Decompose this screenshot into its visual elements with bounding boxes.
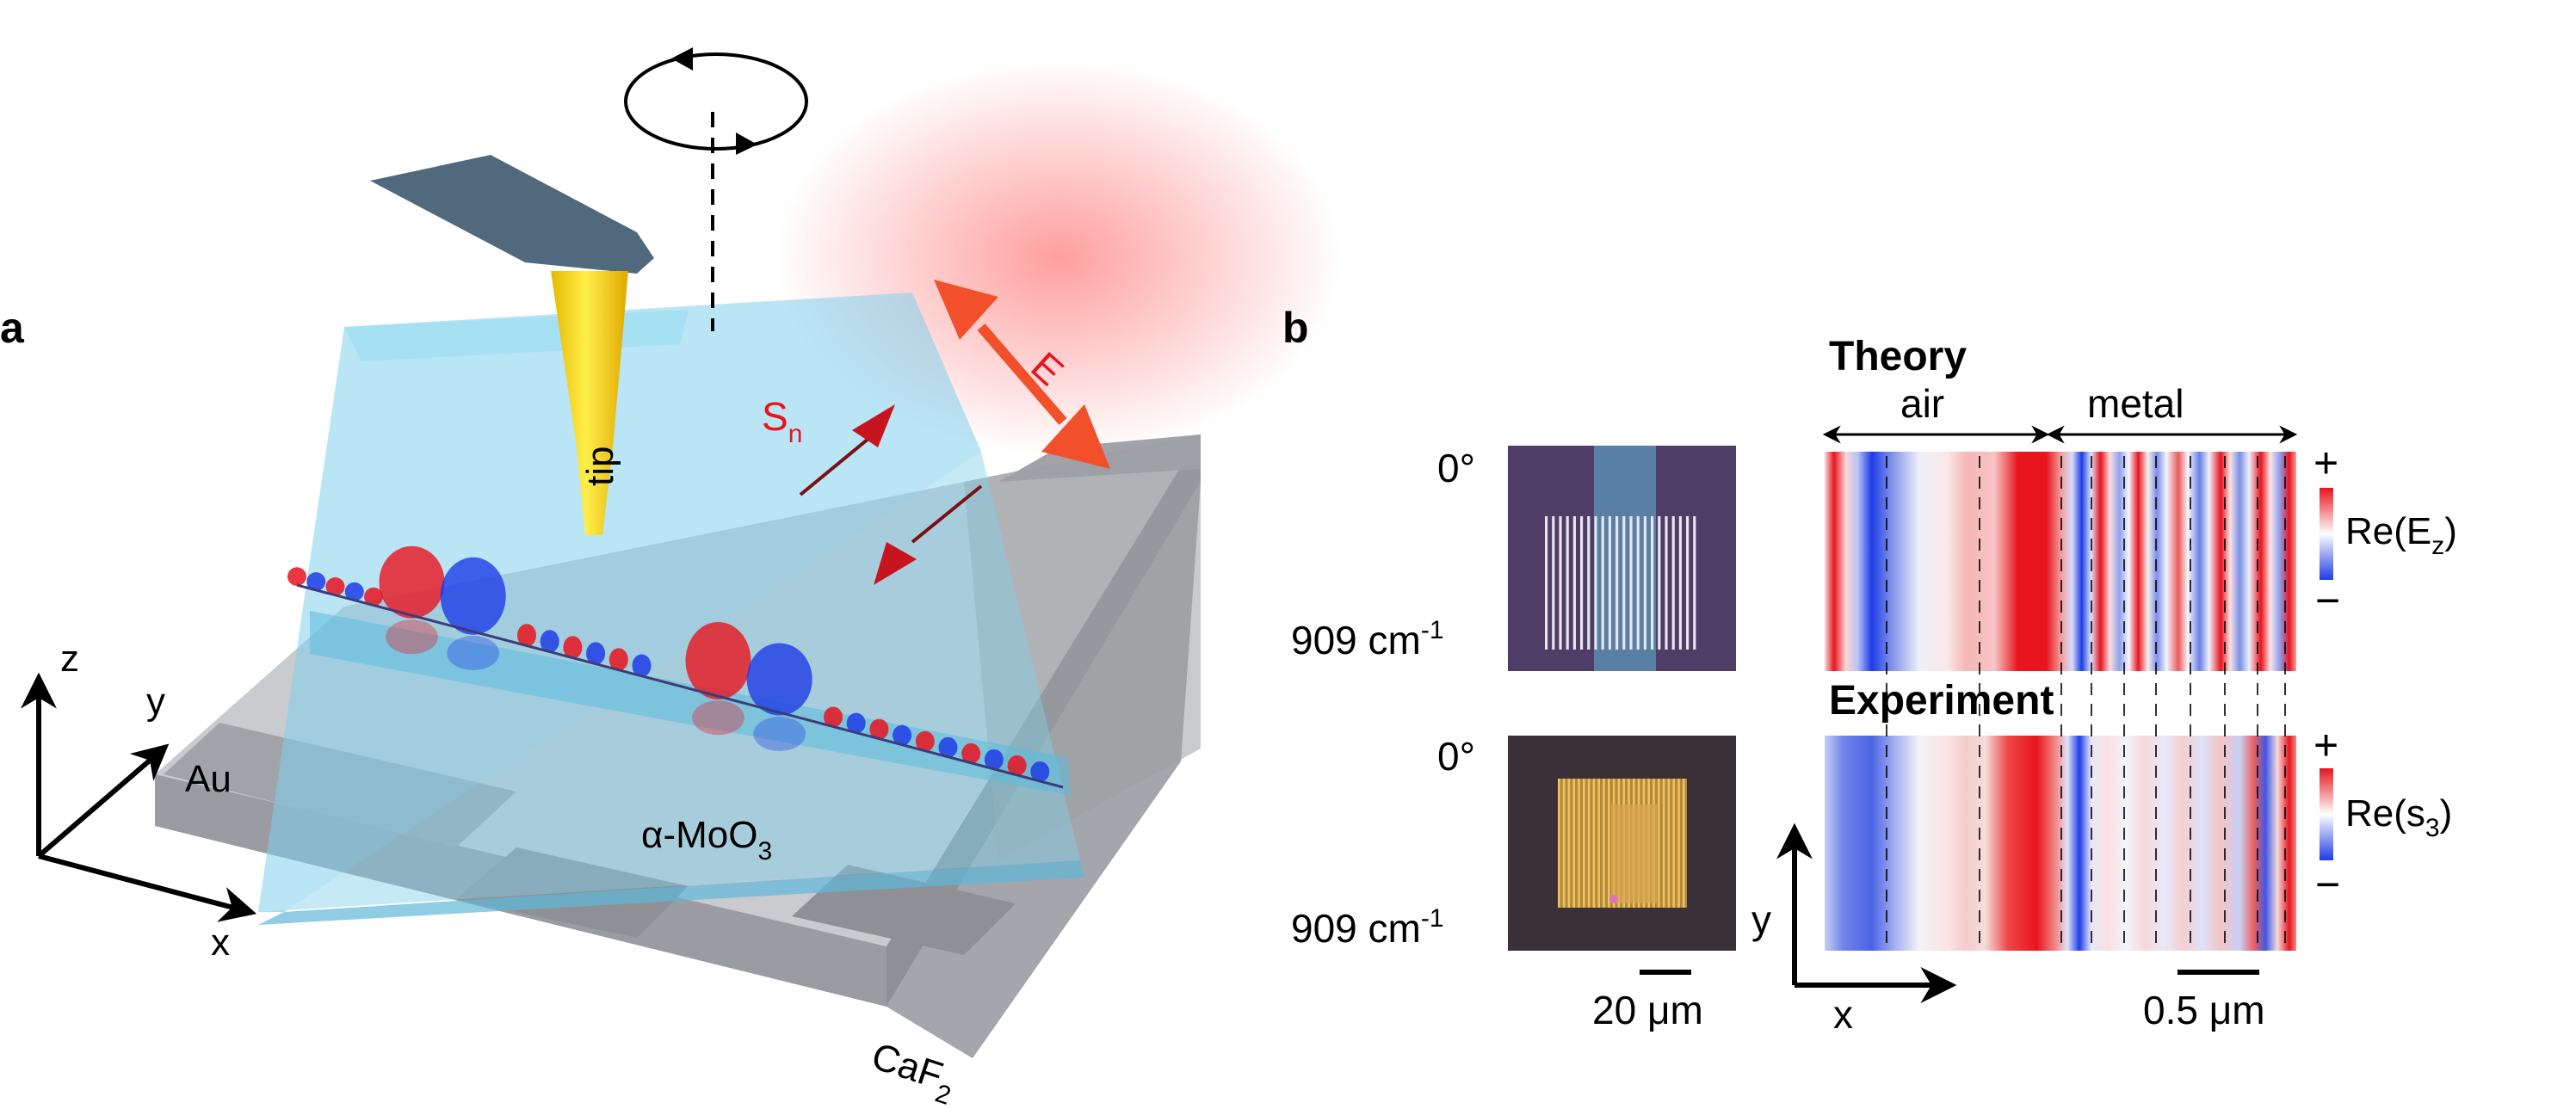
wave-lobe-reflection: [386, 619, 438, 654]
wave-lobe-reflection: [692, 700, 744, 735]
wave-lobe: [287, 567, 306, 586]
exp-freq: 909 cm-1: [1291, 904, 1444, 951]
cbar-theory-minus: −: [2315, 576, 2340, 625]
grating-line: [1665, 516, 1667, 650]
grating-line: [1677, 779, 1680, 908]
grating-line: [1568, 779, 1571, 908]
theory-angle: 0°: [1437, 446, 1475, 490]
grating-line: [1603, 779, 1605, 908]
cbar-exp-plus: +: [2313, 721, 2338, 769]
grating-line: [1609, 516, 1611, 650]
grating-line: [1686, 516, 1689, 650]
gold-label: Au: [185, 758, 232, 800]
axis-b-y-label: y: [1751, 897, 1771, 942]
grating-line: [1587, 516, 1590, 650]
cantilever: [370, 155, 654, 274]
theory-optical-image: [1508, 446, 1736, 671]
colorbar-experiment: [2320, 768, 2333, 860]
grating-line: [1563, 779, 1566, 908]
cbar-theory-plus: +: [2313, 439, 2338, 487]
wave-lobe-reflection: [447, 636, 499, 670]
grating-line: [1552, 516, 1554, 650]
grating-line: [1658, 516, 1660, 650]
substrate-label: CaF2: [864, 1035, 961, 1109]
grating-line: [1615, 516, 1618, 650]
grating-line: [1558, 779, 1560, 908]
grating-line: [1644, 516, 1646, 650]
wave-lobe: [686, 622, 751, 699]
grating-line: [1608, 779, 1610, 908]
cbar-exp-minus: −: [2315, 860, 2340, 909]
panel-a-label: a: [0, 304, 25, 352]
grating-line: [1588, 779, 1591, 908]
wave-lobe: [441, 558, 506, 635]
grating-line: [1672, 779, 1675, 908]
cbar-theory-label: Re(Ez): [2345, 510, 2457, 560]
grating-line: [1693, 516, 1696, 650]
experiment-optical-image: [1508, 736, 1736, 951]
grating-line: [1573, 516, 1576, 650]
grating-line: [1672, 516, 1675, 650]
grating-line: [1580, 516, 1583, 650]
grating-line: [1683, 779, 1685, 908]
grating-line: [1679, 516, 1682, 650]
grating-line: [1594, 516, 1597, 650]
colorbar-theory: [2320, 488, 2333, 580]
grating-line: [1593, 779, 1596, 908]
wave-lobe: [380, 546, 445, 619]
grating-line: [1583, 779, 1585, 908]
grating-line: [1578, 779, 1580, 908]
theory-freq: 909 cm-1: [1291, 616, 1444, 662]
grating-line: [1559, 516, 1561, 650]
scale-optical-label: 20 μm: [1592, 988, 1703, 1032]
panel-b-label: b: [1282, 304, 1309, 352]
axis-y-label: y: [146, 681, 165, 723]
grating-line: [1572, 779, 1575, 908]
experiment-title: Experiment: [1829, 678, 2054, 724]
scale-map-label: 0.5 μm: [2143, 988, 2265, 1032]
exp-angle: 0°: [1437, 734, 1475, 779]
wave-lobe: [747, 644, 812, 716]
grating-line: [1651, 516, 1653, 650]
grating-line: [1566, 516, 1569, 650]
axis-b-x-label: x: [1833, 992, 1853, 1037]
axis-x-label: x: [211, 921, 230, 964]
axis-z-label: z: [60, 638, 79, 680]
cbar-exp-label: Re(s3): [2345, 792, 2452, 842]
grating-line: [1597, 779, 1600, 908]
theory-title: Theory: [1829, 334, 1967, 379]
grating-line: [1663, 779, 1665, 908]
grating-line: [1602, 516, 1604, 650]
region-metal-label: metal: [2087, 381, 2184, 426]
grating-line: [1629, 516, 1632, 650]
region-air-label: air: [1900, 381, 1944, 426]
grating-line: [1622, 516, 1625, 650]
grating-line: [1668, 779, 1671, 908]
tip-label: tip: [579, 447, 621, 486]
wave-lobe-reflection: [753, 717, 806, 751]
grating-line: [1637, 516, 1640, 650]
grating-line: [1545, 516, 1547, 650]
